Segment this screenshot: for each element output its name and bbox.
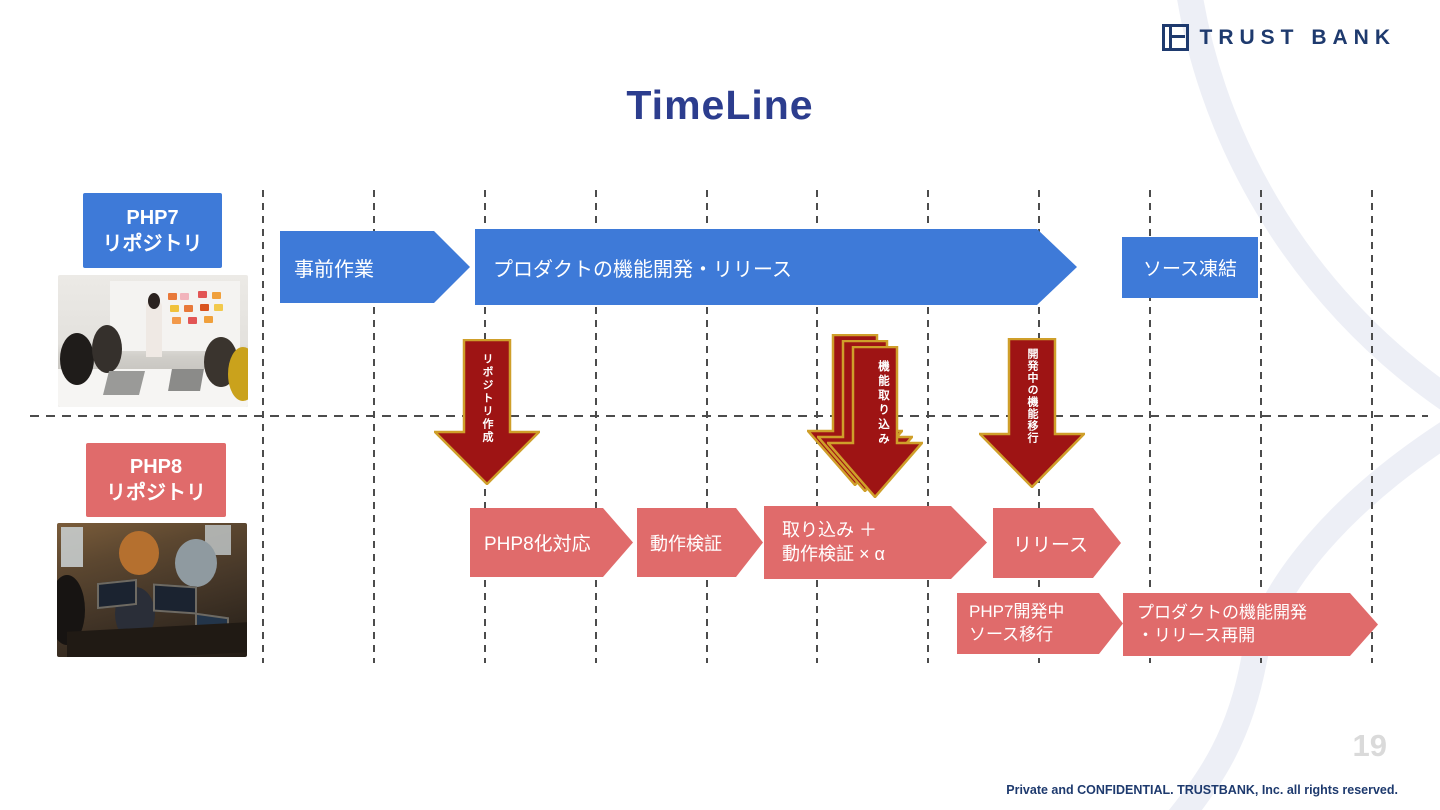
transfer-arrow-repository-create-label: リポジトリ作成 xyxy=(481,353,493,444)
lane-php8-line2: リポジトリ xyxy=(106,482,206,504)
lane-php7-line1: PHP7 xyxy=(126,206,179,229)
lane-php7-line2: リポジトリ xyxy=(102,232,203,255)
step-arrow-feature-dev-resume-line2: ・リリース再開 xyxy=(1137,625,1256,645)
step-arrow-release: リリース xyxy=(993,508,1121,578)
step-arrow-pre-work-label: 事前作業 xyxy=(294,258,374,281)
step-arrow-feature-dev-release: プロダクトの機能開発・リリース xyxy=(475,229,1077,305)
gridline-vertical xyxy=(706,190,708,663)
step-arrow-feature-dev-release-label: プロダクトの機能開発・リリース xyxy=(493,258,792,281)
step-box-source-freeze: ソース凍結 xyxy=(1122,237,1258,298)
page-number: 19 xyxy=(1352,728,1387,763)
trust-bank-logo-icon xyxy=(1161,24,1189,51)
step-arrow-pre-work: 事前作業 xyxy=(280,231,470,303)
trust-bank-logo-text: TRUST BANK xyxy=(1199,25,1396,49)
step-arrow-php7-source-move-line2: ソース移行 xyxy=(969,624,1054,644)
gridline-vertical xyxy=(595,190,597,663)
down-arrow-icon xyxy=(979,338,1085,488)
photo-php7-team-whiteboard xyxy=(58,275,248,407)
gridline-vertical xyxy=(816,190,818,663)
trust-bank-logo: TRUST BANK xyxy=(1161,24,1397,51)
transfer-arrow-feature-import-stack: 機能取り込み xyxy=(807,334,923,498)
gridline-vertical xyxy=(927,190,929,663)
lane-php8-line1: PHP8 xyxy=(129,456,183,478)
confidential-footer: Private and CONFIDENTIAL. TRUSTBANK, Inc… xyxy=(1006,783,1398,797)
step-arrow-feature-dev-resume: プロダクトの機能開発 ・リリース再開 xyxy=(1123,593,1378,656)
step-box-source-freeze-label: ソース凍結 xyxy=(1142,259,1238,280)
step-arrow-feature-dev-resume-line1: プロダクトの機能開発 xyxy=(1137,603,1307,623)
gridline-vertical xyxy=(1149,190,1151,663)
step-arrow-php7-source-move-line1: PHP7開発中 xyxy=(969,602,1065,622)
step-arrow-behavior-check-label: 動作検証 xyxy=(650,533,722,554)
step-arrow-php8-conversion-label: PHP8化対応 xyxy=(484,534,591,555)
transfer-arrow-repository-create: リポジトリ作成 xyxy=(434,339,540,485)
step-arrow-behavior-check: 動作検証 xyxy=(637,508,763,577)
gridline-vertical xyxy=(1260,190,1262,663)
step-arrow-release-label: リリース xyxy=(1013,534,1089,556)
down-arrow-icon xyxy=(827,346,923,498)
gridline-vertical xyxy=(262,190,264,663)
step-arrow-import-line1: 取り込み ＋ xyxy=(782,519,878,540)
transfer-arrow-feature-import-label: 機能取り込み xyxy=(877,360,889,447)
step-arrow-php8-conversion: PHP8化対応 xyxy=(470,508,633,577)
lane-label-php8-repository: PHP8 リポジトリ xyxy=(86,443,226,517)
step-arrow-import-plus-check: 取り込み ＋ 動作検証 × α xyxy=(764,506,987,579)
gridline-vertical xyxy=(1371,190,1373,663)
lane-label-php7-repository: PHP7 リポジトリ xyxy=(83,193,222,268)
step-arrow-php7-source-move: PHP7開発中 ソース移行 xyxy=(957,593,1123,654)
lane-divider-dashed-line xyxy=(30,415,1428,417)
transfer-arrow-dev-feature-move-label: 開発中の機能移行 xyxy=(1026,348,1038,444)
step-arrow-import-line2: 動作検証 × α xyxy=(782,543,885,564)
photo-php8-team-working xyxy=(57,523,247,657)
page-title: TimeLine xyxy=(626,82,814,128)
transfer-arrow-dev-feature-move: 開発中の機能移行 xyxy=(979,338,1085,488)
down-arrow-icon xyxy=(434,339,540,485)
gridline-vertical xyxy=(373,190,375,663)
